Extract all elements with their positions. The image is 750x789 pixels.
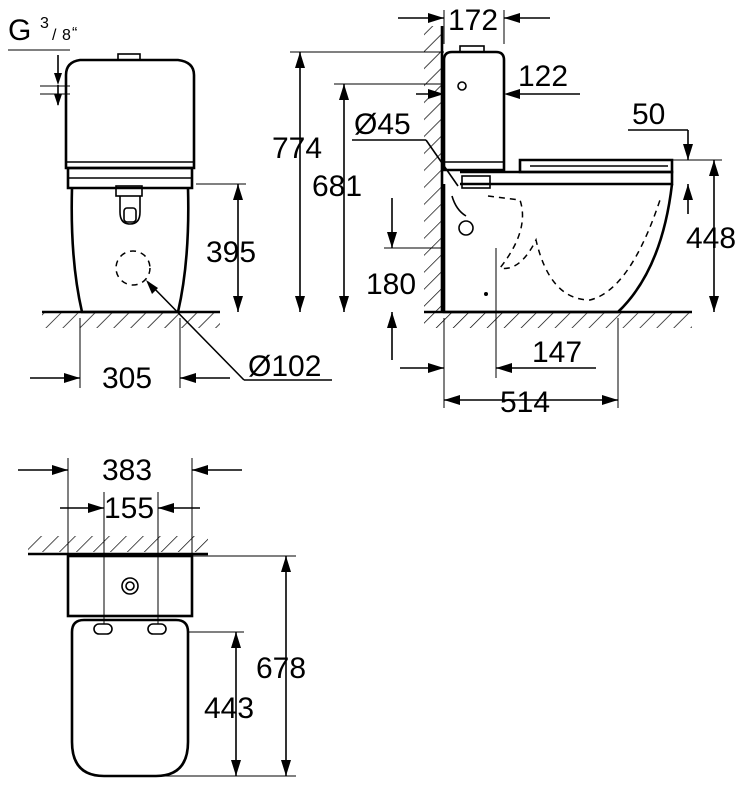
outlet-height-label: 180	[366, 268, 416, 301]
side-floor-hatch	[424, 312, 692, 328]
side-cistern	[442, 50, 506, 172]
inlet-diameter-label: Ø45	[354, 108, 411, 141]
inlet-offset-label: 122	[518, 60, 568, 93]
top-cistern	[66, 554, 194, 618]
width-base-label: 305	[102, 362, 152, 395]
floor-hatch	[42, 312, 220, 328]
front-cistern	[64, 58, 196, 170]
thread-prefix: G	[8, 14, 31, 47]
tank-depth-label: 172	[448, 4, 498, 37]
side-bowl	[442, 183, 674, 314]
front-bowl	[70, 187, 190, 314]
total-depth-label: 678	[256, 652, 306, 685]
seat-thickness-label: 50	[632, 98, 665, 131]
thread-numerator: 3	[40, 15, 49, 32]
height-outlet-label: 395	[206, 236, 256, 269]
side-seat	[460, 170, 674, 186]
total-height-label: 774	[272, 132, 322, 165]
outlet-diameter-label: Ø102	[248, 350, 321, 383]
seat-height-label: 448	[686, 222, 736, 255]
thread-denominator: 8	[62, 27, 71, 44]
top-view: 383 155 678 443	[18, 454, 306, 778]
tank-height-label: 681	[312, 170, 362, 203]
thread-inch-mark: “	[72, 25, 77, 42]
total-length-label: 514	[500, 386, 550, 419]
front-view: G 3 / 8 “ 395 305 Ø102	[8, 14, 332, 395]
seat-depth-label: 443	[204, 692, 254, 725]
top-wall-hatch	[28, 536, 208, 552]
thread-slash: /	[52, 27, 57, 44]
top-seat	[70, 618, 190, 778]
side-trap	[487, 195, 661, 301]
front-seat	[66, 166, 194, 190]
outlet-circle	[115, 250, 151, 286]
side-view: 172 122 774 681 Ø45 180	[272, 4, 736, 419]
total-width-label: 383	[102, 454, 152, 487]
flush-button	[117, 53, 141, 61]
fixing-spacing-label: 155	[104, 492, 154, 525]
wall-hatch	[424, 26, 442, 312]
outlet-distance-label: 147	[532, 336, 582, 369]
